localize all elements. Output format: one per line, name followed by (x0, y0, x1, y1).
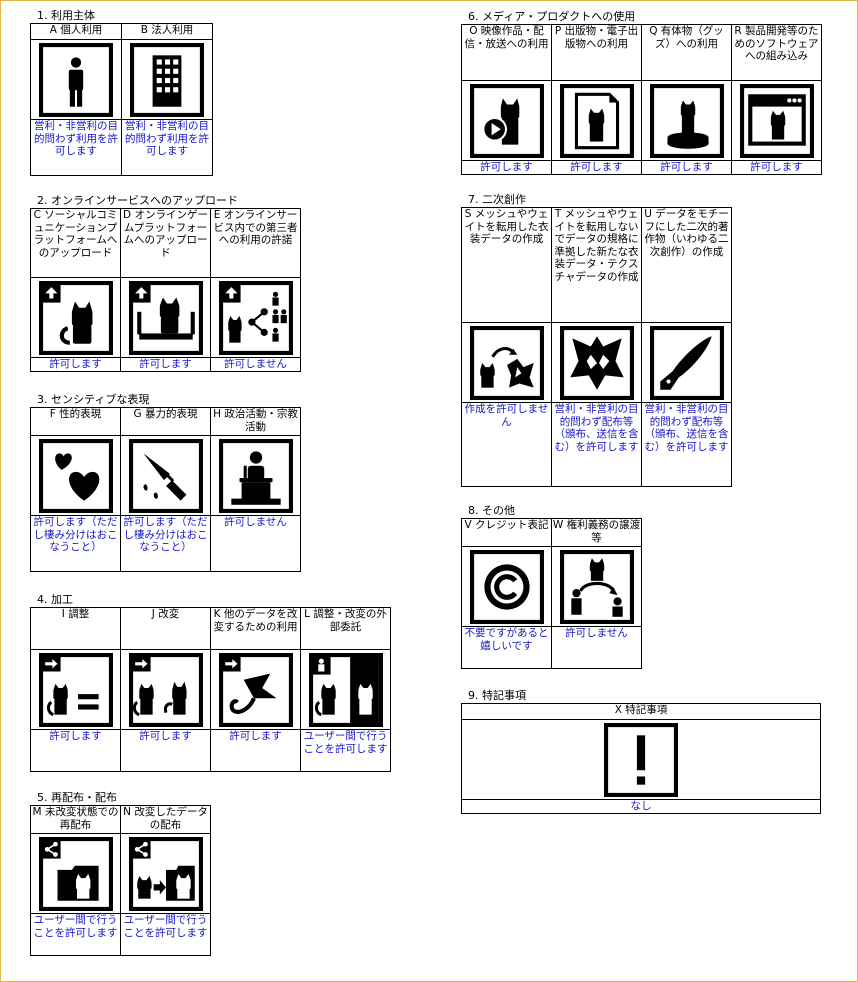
header-k: K 他のデータを改変するための利用 (210, 607, 301, 650)
header-o: O 映像作品・配信・放送への利用 (461, 24, 552, 81)
license-table: C ソーシャルコミュニケーションプラットフォームへのアップロード D オンライン… (30, 208, 301, 372)
desc-o: 許可します (461, 160, 552, 175)
header-a: A 個人利用 (30, 23, 122, 40)
section-title: 5. 再配布・配布 (37, 791, 117, 804)
adjust-icon (31, 652, 120, 727)
header-w: W 権利義務の譲渡等 (551, 518, 642, 547)
license-table: S メッシュやウェイトを転用した衣装データの作成 T メッシュやウェイトを転用し… (461, 207, 732, 487)
desc-u: 営利・非営利の目的問わず配布等（頒布、送信を含む）を許可します (641, 402, 732, 487)
share-third-party-icon (211, 280, 300, 355)
license-table: M 未改変状態での再配布 N 改変したデータの配布 ユーザー間で行うことを許可し… (30, 805, 211, 956)
header-i: I 調整 (30, 607, 121, 650)
header-v: V クレジット表記 (461, 518, 552, 547)
exclamation-icon (462, 722, 820, 797)
license-table: O 映像作品・配信・放送への利用 P 出版物・電子出版物への利用 Q 有体物（グ… (461, 24, 822, 175)
desc-m: ユーザー間で行うことを許可します (30, 913, 121, 956)
license-table: X 特記事項 なし (461, 703, 821, 814)
header-e: E オンラインサービス内での第三者への利用の許諾 (210, 208, 301, 278)
section-title: 8. その他 (468, 504, 515, 517)
hearts-icon (31, 438, 120, 513)
header-n: N 改変したデータの配布 (120, 805, 211, 834)
section-title: 7. 二次創作 (468, 193, 526, 206)
section-other: 8. その他 V クレジット表記 W 権利義務の譲渡等 不要ですがあると嬉しいで… (461, 504, 642, 669)
publication-icon (552, 83, 641, 158)
desc-l: ユーザー間で行うことを許可します (300, 729, 391, 772)
podium-speaker-icon (211, 438, 300, 513)
software-window-icon (732, 83, 821, 158)
knife-icon (121, 438, 210, 513)
header-s: S メッシュやウェイトを転用した衣装データの作成 (461, 207, 552, 323)
modify-icon (121, 652, 210, 727)
video-icon (462, 83, 551, 158)
desc-a: 営利・非営利の目的問わず利用を許可します (30, 119, 122, 176)
mesh-reuse-icon (462, 325, 551, 400)
section-online-upload: 2. オンラインサービスへのアップロード C ソーシャルコミュニケーションプラッ… (30, 194, 301, 372)
section-title: 2. オンラインサービスへのアップロード (37, 194, 238, 207)
header-g: G 暴力的表現 (120, 407, 211, 436)
section-title: 4. 加工 (37, 593, 73, 606)
desc-b: 営利・非営利の目的問わず利用を許可します (121, 119, 213, 176)
header-d: D オンラインゲームプラットフォームへのアップロード (120, 208, 211, 278)
header-j: J 改変 (120, 607, 211, 650)
desc-x: なし (461, 799, 821, 814)
header-b: B 法人利用 (121, 23, 213, 40)
redistribute-icon (31, 836, 120, 911)
header-q: Q 有体物（グッズ）への利用 (641, 24, 732, 81)
header-t: T メッシュやウェイトを転用しないでデータの規格に準拠した新たな衣装データ・テク… (551, 207, 642, 323)
desc-w: 許可しません (551, 626, 642, 669)
header-r: R 製品開発等のためのソフトウェアへの組み込み (731, 24, 822, 81)
section-title: 3. センシティブな表現 (37, 393, 150, 406)
desc-p: 許可します (551, 160, 642, 175)
section-media-products: 6. メディア・プロダクトへの使用 O 映像作品・配信・放送への利用 P 出版物… (461, 10, 822, 175)
header-c: C ソーシャルコミュニケーションプラットフォームへのアップロード (30, 208, 121, 278)
outsource-icon (301, 652, 390, 727)
section-title: 9. 特記事項 (468, 689, 526, 702)
desc-v: 不要ですがあると嬉しいです (461, 626, 552, 669)
license-table: V クレジット表記 W 権利義務の譲渡等 不要ですがあると嬉しいです 許可しませ… (461, 518, 642, 669)
desc-e: 許可しません (210, 357, 301, 372)
desc-k: 許可します (210, 729, 301, 772)
desc-q: 許可します (641, 160, 732, 175)
license-table: I 調整 J 改変 K 他のデータを改変するための利用 L 調整・改変の外部委託… (30, 607, 391, 772)
header-m: M 未改変状態での再配布 (30, 805, 121, 834)
header-f: F 性的表現 (30, 407, 121, 436)
person-icon (31, 42, 121, 117)
header-x: X 特記事項 (461, 703, 821, 720)
desc-g: 許可します（ただし棲み分けはおこなうこと） (120, 515, 211, 572)
desc-n: ユーザー間で行うことを許可します (120, 913, 211, 956)
section-processing: 4. 加工 I 調整 J 改変 K 他のデータを改変するための利用 L 調整・改… (30, 593, 391, 772)
license-table: F 性的表現 G 暴力的表現 H 政治活動・宗教活動 許可します（ただし棲み分け… (30, 407, 301, 572)
header-l: L 調整・改変の外部委託 (300, 607, 391, 650)
upload-social-icon (31, 280, 120, 355)
section-redistribution: 5. 再配布・配布 M 未改変状態での再配布 N 改変したデータの配布 ユーザー… (30, 791, 211, 956)
figure-goods-icon (642, 83, 731, 158)
transfer-rights-icon (552, 549, 641, 624)
header-h: H 政治活動・宗教活動 (210, 407, 301, 436)
license-table: A 個人利用 B 法人利用 営利・非営利の目的問わず利用を許可します 営利・非営… (30, 23, 213, 176)
distribute-modified-icon (121, 836, 210, 911)
section-usage-subject: 1. 利用主体 A 個人利用 B 法人利用 営利・非営利の目的問わず利用を許可し… (30, 9, 213, 176)
desc-d: 許可します (120, 357, 211, 372)
section-title: 6. メディア・プロダクトへの使用 (468, 10, 636, 23)
copyright-icon (462, 549, 551, 624)
section-special-notes: 9. 特記事項 X 特記事項 なし (461, 689, 821, 814)
section-derivative-works: 7. 二次創作 S メッシュやウェイトを転用した衣装データの作成 T メッシュや… (461, 193, 732, 487)
desc-j: 許可します (120, 729, 211, 772)
modify-other-data-icon (211, 652, 300, 727)
section-sensitive: 3. センシティブな表現 F 性的表現 G 暴力的表現 H 政治活動・宗教活動 … (30, 393, 301, 572)
desc-r: 許可します (731, 160, 822, 175)
desc-t: 営利・非営利の目的問わず配布等（頒布、送信を含む）を許可します (551, 402, 642, 487)
desc-i: 許可します (30, 729, 121, 772)
header-u: U データをモチーフにした二次的著作物（いわゆる二次創作）の作成 (641, 207, 732, 323)
desc-h: 許可しません (210, 515, 301, 572)
desc-s: 作成を許可しません (461, 402, 552, 487)
pen-nib-icon (642, 325, 731, 400)
new-costume-icon (552, 325, 641, 400)
header-p: P 出版物・電子出版物への利用 (551, 24, 642, 81)
office-building-icon (122, 42, 212, 117)
desc-f: 許可します（ただし棲み分けはおこなうこと） (30, 515, 121, 572)
desc-c: 許可します (30, 357, 121, 372)
section-title: 1. 利用主体 (37, 9, 95, 22)
upload-game-icon (121, 280, 210, 355)
